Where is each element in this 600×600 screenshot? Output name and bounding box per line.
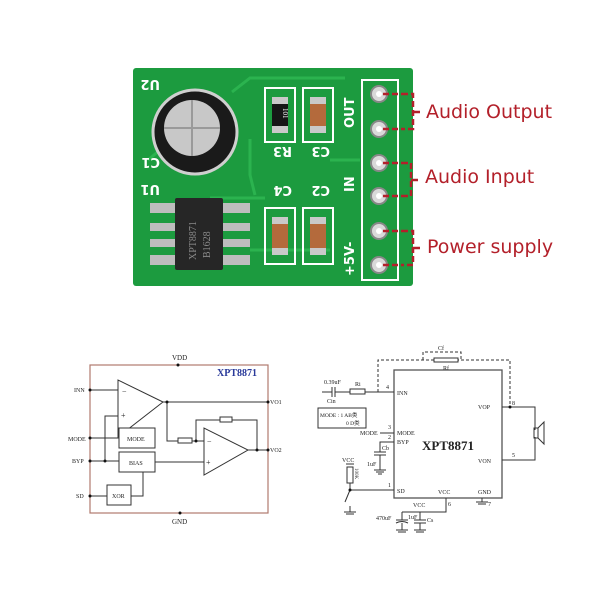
cin-label: Cin [327, 399, 336, 405]
gnd-label: GND [172, 518, 187, 526]
vcc-label-sd: VCC [342, 458, 354, 464]
cb-value: 1uF [367, 462, 377, 468]
bulk-cap-value: 470uF [376, 516, 392, 522]
mode-box-line2: 0 D类 [346, 419, 360, 427]
block-diagram: VDD XPT8871 GND INN MODE BYP SD VO1 VO2 [68, 354, 282, 526]
pin-byp-name: BYP [397, 440, 409, 446]
cs-label: Cs [427, 518, 434, 524]
silk-c2: C2 [311, 182, 330, 197]
silk-u2: U2 [140, 76, 160, 91]
opamp1-plus: + [121, 411, 126, 420]
mode-box-line1: MODE : 1 AB类 [320, 411, 358, 419]
header-outline [361, 79, 399, 281]
resistor-r3: 101 [272, 97, 289, 133]
cin-value: 0.39uF [324, 380, 342, 386]
silk-c4: C4 [273, 182, 292, 197]
mode-block [118, 427, 156, 449]
bias-block-label: BIAS [129, 461, 143, 467]
pin-inn-name: INN [397, 391, 408, 397]
pin-sd-name: SD [397, 489, 405, 495]
vcc-label-bottom: VCC [413, 503, 425, 509]
pin-vop-name: VOP [478, 405, 491, 411]
smd-outlines [264, 87, 334, 265]
pin-gnd-name: GND [478, 490, 492, 496]
cb-label: Cb [382, 446, 389, 452]
chip-title: XPT8871 [217, 368, 257, 379]
cf-label: Cf [438, 345, 444, 352]
label-audio-input: Audio Input [425, 166, 535, 188]
pin-mode: MODE [68, 437, 86, 443]
pin-vcc-name: VCC [438, 490, 450, 496]
pullup-value: 100K [353, 468, 358, 480]
chip-body [393, 369, 503, 499]
silk-c3: C3 [311, 143, 330, 158]
label-power-supply: Power supply [427, 236, 554, 258]
opamp2-minus: − [207, 437, 212, 446]
smd-capacitors [272, 97, 326, 255]
pin-vo2: VO2 [270, 448, 282, 454]
rf-label: Rf [443, 365, 449, 372]
chip-marking-2: B1628 [202, 231, 213, 258]
pin1-num: 1 [388, 483, 391, 489]
pin-vo1: VO1 [270, 400, 282, 406]
opamp1-minus: − [122, 387, 127, 396]
xor-block-label: XOR [112, 494, 125, 500]
pin5-num: 5 [512, 453, 515, 459]
pin6-num: 6 [448, 502, 451, 508]
opamp2-plus: + [206, 458, 211, 467]
label-audio-output: Audio Output [426, 101, 553, 123]
pin-von-name: VON [478, 459, 492, 465]
pin8-num: 8 [512, 401, 515, 407]
ic-chip: XPT8871 B1628 [150, 198, 250, 270]
cs-value: 1uF [408, 515, 418, 521]
chip-marking-1: XPT8871 [188, 221, 199, 260]
electrolytic-capacitor [151, 88, 239, 176]
ri-label: Ri [355, 382, 361, 388]
pcb-module-photo: 101 XPT8871 B1628 U2 C1 U1 R3 C3 C4 C2 O… [133, 68, 420, 286]
xor-block [106, 484, 132, 506]
silk-in: IN [343, 176, 358, 192]
mode-block-label: MODE [127, 437, 145, 443]
pin-sd: SD [76, 494, 84, 500]
pin2-num: 2 [388, 435, 391, 441]
pin4-num: 4 [386, 385, 389, 391]
silk-out: OUT [343, 97, 358, 128]
mode-ext-label: MODE [360, 431, 378, 437]
pin-byp: BYP [72, 459, 84, 465]
vdd-label: VDD [172, 354, 187, 362]
application-circuit: XPT8871 Cf Rf 0.39uF Cin Ri 4 INN MODE :… [317, 345, 545, 533]
silk-power: +5V- [343, 242, 358, 276]
pin3-num: 3 [388, 425, 391, 431]
silk-r3: R3 [273, 143, 292, 158]
pin7-num: 7 [488, 502, 491, 508]
silk-u1: U1 [140, 181, 160, 196]
opamp-2 [203, 427, 250, 476]
annotation-ticks [411, 110, 420, 250]
resistor-marking: 101 [281, 108, 289, 119]
pin-mode-name: MODE [397, 431, 415, 437]
silk-c1: C1 [141, 154, 160, 169]
app-chip-title: XPT8871 [422, 438, 474, 453]
opamp-1 [117, 379, 164, 439]
speaker-icon [502, 406, 545, 461]
pin-inn: INN [74, 388, 85, 394]
